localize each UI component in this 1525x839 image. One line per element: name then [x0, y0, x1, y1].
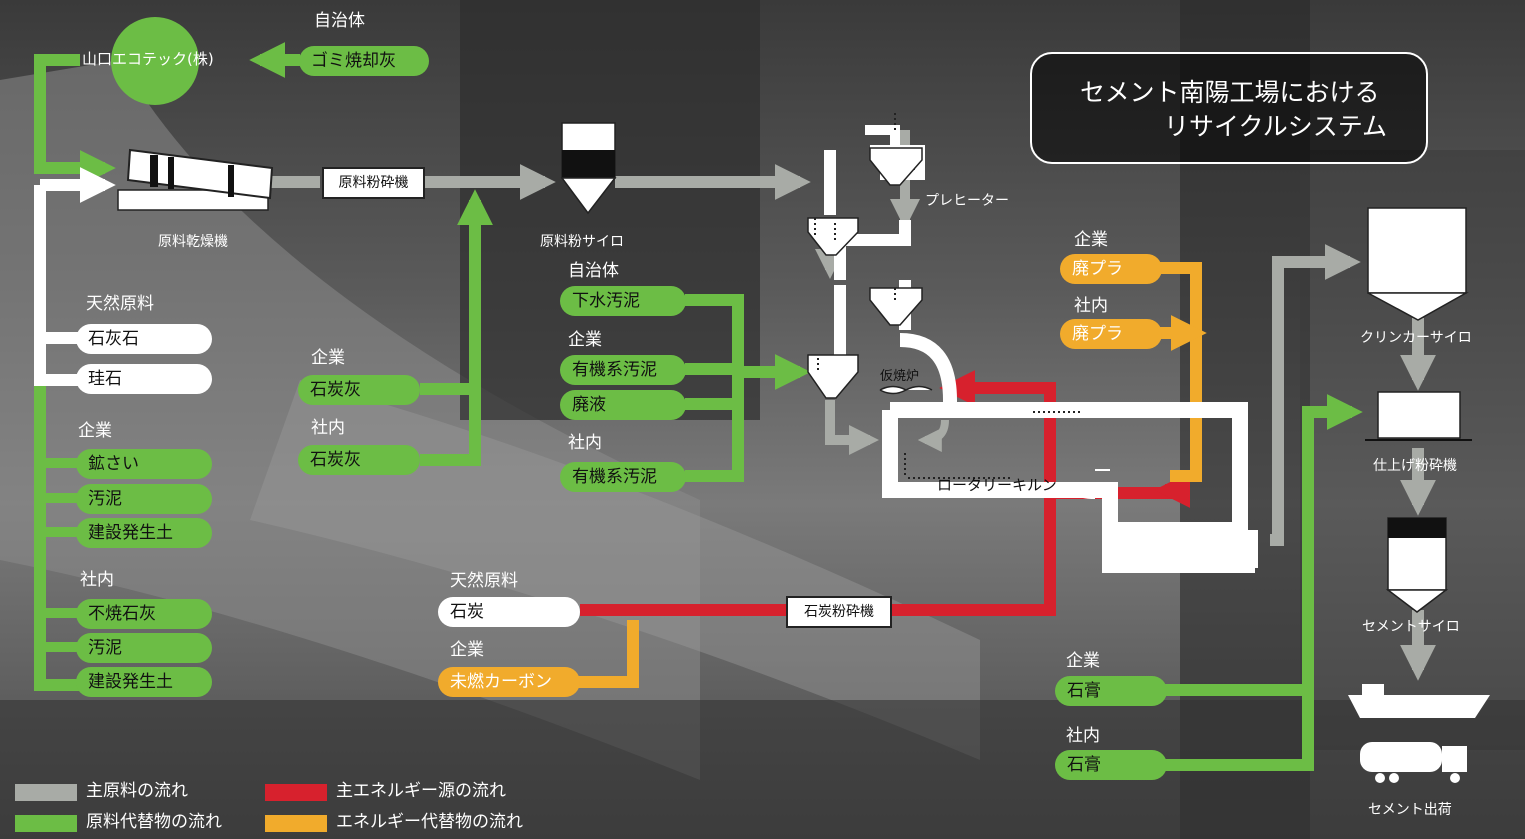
coal-ash-company-heading: 企業 — [311, 350, 345, 367]
coal-mill-box: 石炭粉砕機 — [786, 596, 892, 628]
cement-silo-label: セメントサイロ — [1362, 616, 1460, 636]
yamaguchi-ecotech-label: 山口エコテック(株) — [82, 52, 214, 67]
slag-pill: 鉱さい — [76, 449, 212, 479]
title-line-2: リサイクルシステム — [1164, 114, 1387, 139]
coal-ash-inhouse-pill: 石炭灰 — [298, 445, 420, 475]
preheater-label: プレヒーター — [925, 190, 1009, 210]
plastic-inhouse-heading: 社内 — [1074, 298, 1108, 315]
plastic-inhouse-pill: 廃プラ — [1060, 319, 1162, 349]
shipping-label: セメント出荷 — [1368, 799, 1452, 819]
finish-mill-shape — [1365, 392, 1472, 440]
raw-dryer-shape — [118, 150, 272, 210]
organic-sludge-inhouse-pill: 有機系汚泥 — [560, 462, 686, 492]
legend-swatch-alt-energy — [265, 815, 327, 832]
inhouse-sludge-pill: 汚泥 — [76, 633, 212, 663]
raw-mill-box: 原料粉砕機 — [322, 167, 425, 199]
legend-label-main-energy: 主エネルギー源の流れ — [336, 783, 506, 800]
gypsum-company-heading: 企業 — [1066, 653, 1100, 670]
gypsum-inhouse-pill: 石膏 — [1055, 750, 1167, 780]
precalciner-label: 仮焼炉 — [880, 365, 919, 384]
inhouse-construction-soil-pill: 建設発生土 — [76, 667, 212, 697]
title-line-1: セメント南陽工場における — [1080, 80, 1380, 105]
unburnt-carbon-pill: 未燃カーボン — [438, 667, 580, 697]
middle-company-heading: 企業 — [568, 332, 602, 349]
raw-dryer-label: 原料乾燥機 — [158, 231, 228, 251]
sewage-sludge-pill: 下水汚泥 — [560, 286, 686, 316]
gypsum-company-pill: 石膏 — [1055, 676, 1167, 706]
company-sludge-pill: 汚泥 — [76, 484, 212, 514]
waste-liquid-pill: 廃液 — [560, 390, 686, 420]
natural-raw-heading: 天然原料 — [86, 296, 154, 313]
diagram-title-box: セメント南陽工場における リサイクルシステム — [1030, 52, 1428, 164]
legend-swatch-main-raw — [15, 784, 77, 801]
organic-sludge-company-pill: 有機系汚泥 — [560, 355, 686, 385]
legend-label-alt-energy: エネルギー代替物の流れ — [336, 814, 523, 831]
company-construction-soil-pill: 建設発生土 — [76, 518, 212, 548]
raw-silo-label: 原料粉サイロ — [540, 231, 624, 251]
limestone-pill: 石灰石 — [76, 324, 212, 354]
finish-mill-label: 仕上げ粉砕機 — [1373, 455, 1457, 475]
garbage-ash-pill: ゴミ焼却灰 — [299, 46, 429, 76]
coal-pill: 石炭 — [438, 597, 580, 627]
legend-swatch-main-energy — [265, 784, 327, 801]
top-municipality-heading: 自治体 — [314, 13, 365, 30]
left-inhouse-heading: 社内 — [80, 572, 114, 589]
plastic-company-pill: 廃プラ — [1060, 254, 1162, 284]
middle-municipality-heading: 自治体 — [568, 263, 619, 280]
legend-label-alt-raw: 原料代替物の流れ — [86, 814, 222, 831]
coal-natural-heading: 天然原料 — [450, 573, 518, 590]
middle-inhouse-heading: 社内 — [568, 435, 602, 452]
silica-pill: 珪石 — [76, 364, 212, 394]
unburnt-lime-pill: 不焼石灰 — [76, 599, 212, 629]
carbon-company-heading: 企業 — [450, 642, 484, 659]
coal-ash-inhouse-heading: 社内 — [311, 420, 345, 437]
legend-label-main-raw: 主原料の流れ — [86, 783, 188, 800]
rotary-kiln-label: ロータリーキルン — [937, 474, 1057, 495]
clinker-silo-label: クリンカーサイロ — [1360, 327, 1472, 347]
legend-swatch-alt-raw — [15, 815, 77, 832]
coal-ash-company-pill: 石炭灰 — [298, 375, 420, 405]
gypsum-inhouse-heading: 社内 — [1066, 728, 1100, 745]
plastic-company-heading: 企業 — [1074, 232, 1108, 249]
left-company-heading: 企業 — [78, 423, 112, 440]
